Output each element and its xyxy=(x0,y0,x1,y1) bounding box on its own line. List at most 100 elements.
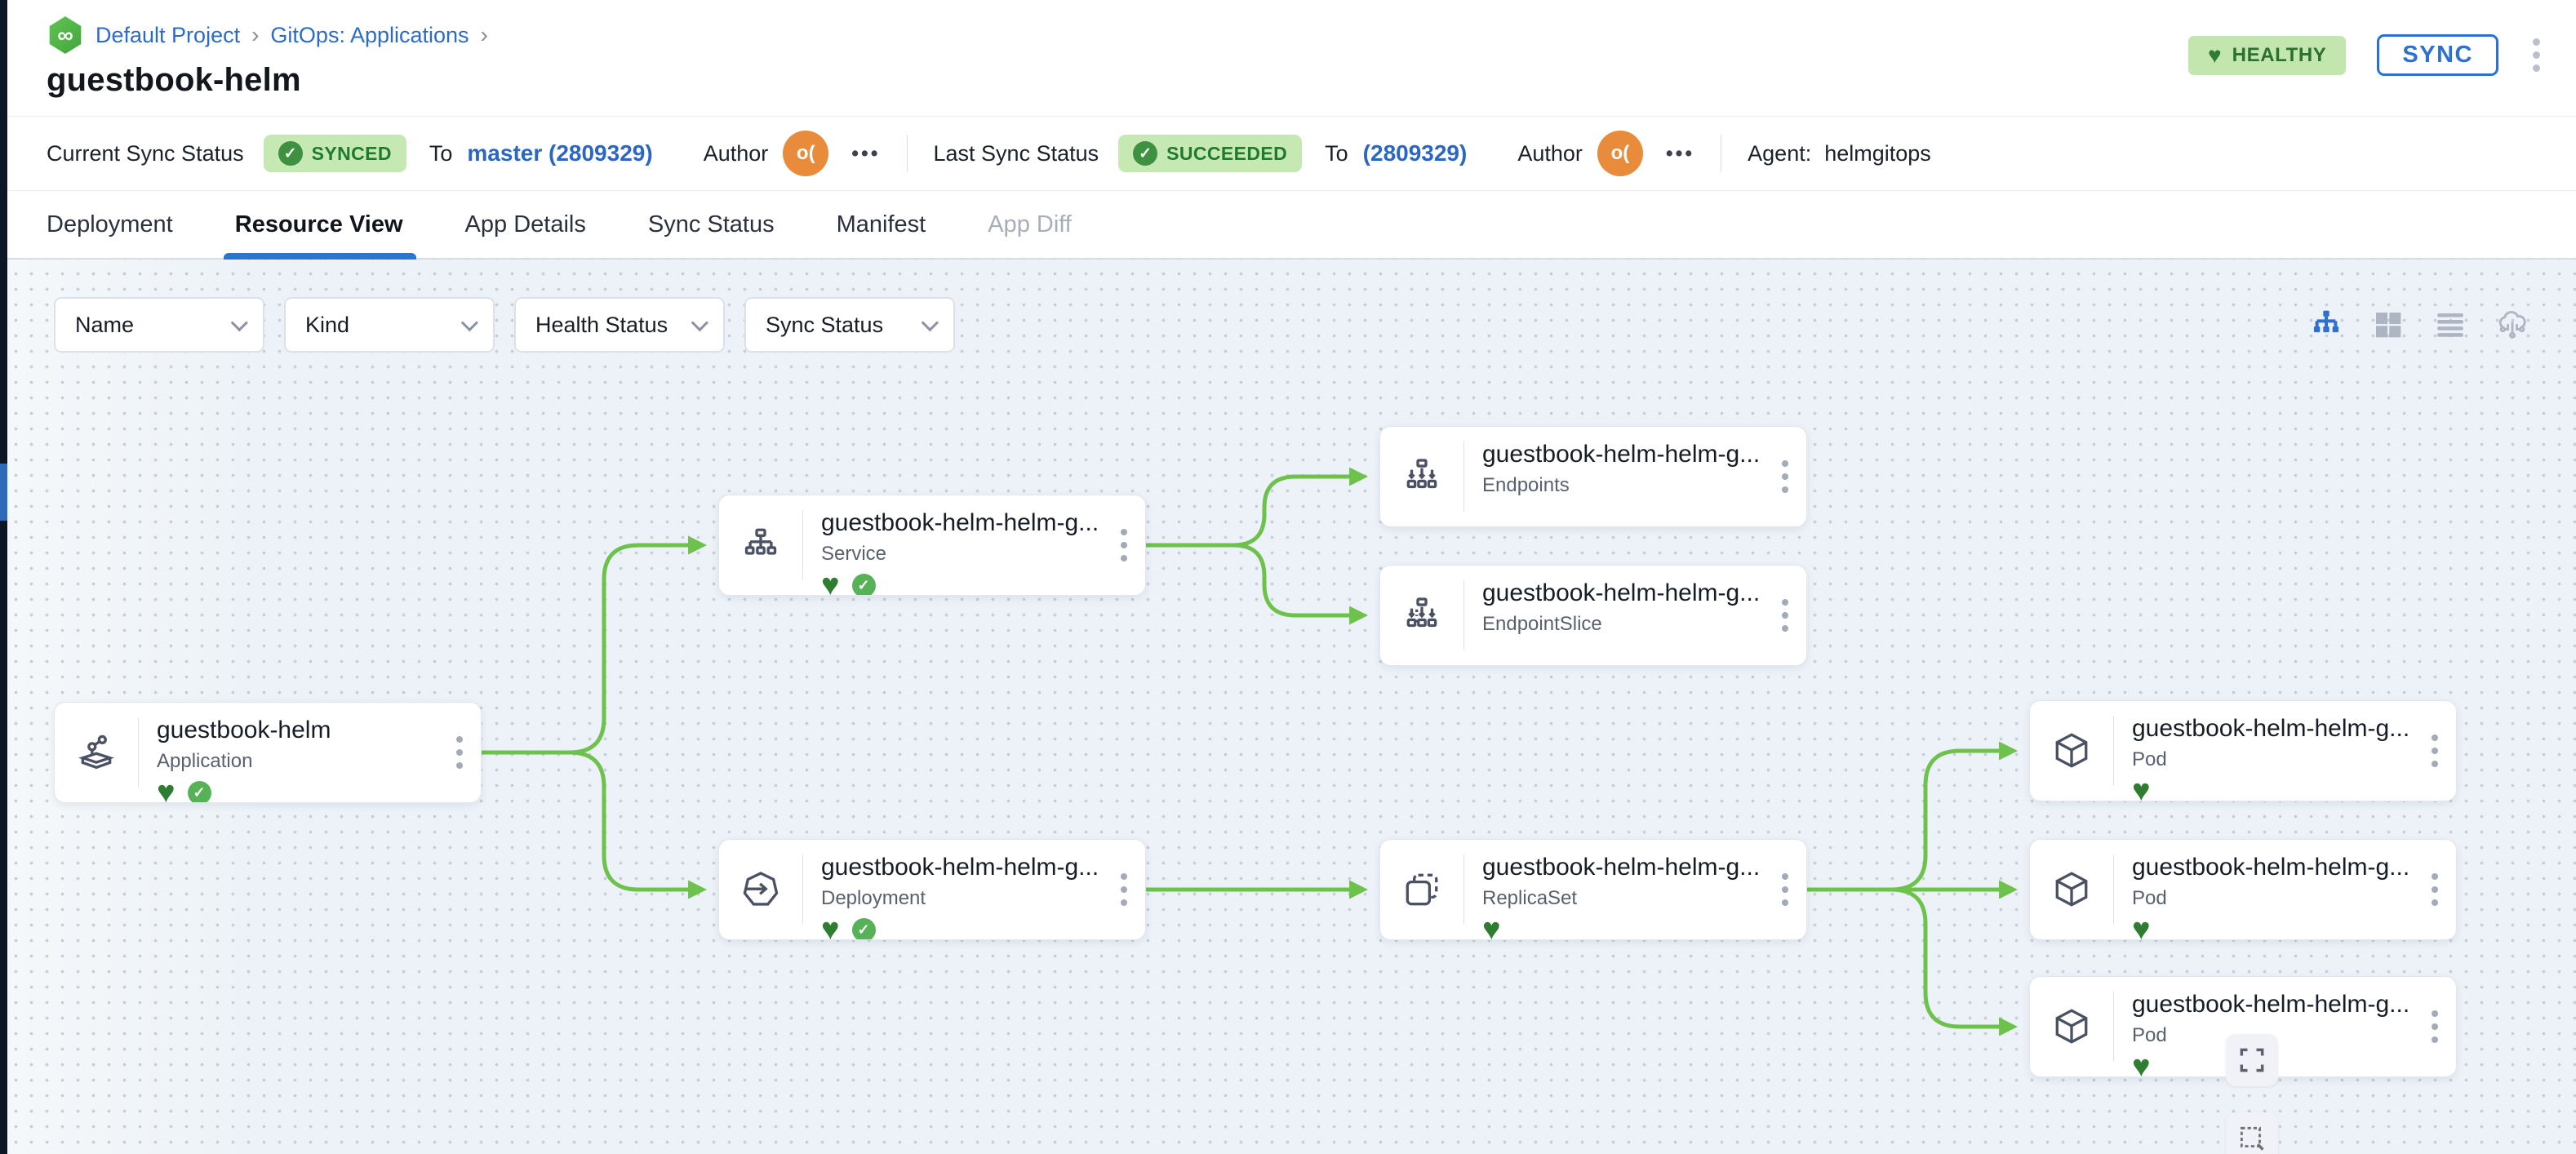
pod-icon xyxy=(2030,701,2113,801)
app-kebab-menu[interactable] xyxy=(2529,35,2543,75)
tree-edges xyxy=(482,467,2019,1036)
synced-check-icon: ✓ xyxy=(851,917,876,939)
sync-status-filter-dropdown[interactable]: Sync Status xyxy=(744,297,955,353)
author-label: Author xyxy=(1517,140,1583,166)
node-kebab-menu[interactable] xyxy=(451,731,468,774)
breadcrumb-gitops-applications[interactable]: GitOps: Applications xyxy=(270,22,469,47)
last-revision-link[interactable]: (2809329) xyxy=(1362,140,1468,166)
chevron-down-icon xyxy=(691,313,708,331)
commit-more-button[interactable]: ••• xyxy=(1665,141,1695,165)
node-title: guestbook-helm xyxy=(157,717,331,743)
synced-badge-label: SYNCED xyxy=(311,142,392,164)
node-title: guestbook-helm-helm-g... xyxy=(2132,854,2410,881)
node-service[interactable]: guestbook-helm-helm-g... Service ♥ ✓ xyxy=(718,495,1146,596)
node-kebab-menu[interactable] xyxy=(2427,868,2443,911)
filter-bar: Name Kind Health Status Sync Status xyxy=(54,297,955,353)
author-label: Author xyxy=(703,140,769,166)
commit-more-button[interactable]: ••• xyxy=(851,141,881,165)
node-title: guestbook-helm-helm-g... xyxy=(1482,441,1761,468)
view-toggles xyxy=(2308,307,2530,343)
node-title: guestbook-helm-helm-g... xyxy=(821,854,1099,881)
succeeded-badge-label: SUCCEEDED xyxy=(1166,142,1288,164)
page-header: ∞ Default Project › GitOps: Applications… xyxy=(0,0,2576,116)
grid-view-toggle[interactable] xyxy=(2370,307,2406,343)
project-logo-icon: ∞ xyxy=(49,16,82,54)
tab-app-diff: App Diff xyxy=(988,211,1072,237)
node-kind: Pod xyxy=(2132,748,2167,770)
node-kebab-menu[interactable] xyxy=(1116,524,1132,566)
node-kebab-menu[interactable] xyxy=(1777,594,1793,637)
to-label: To xyxy=(429,140,453,166)
node-deployment[interactable]: guestbook-helm-helm-g... Deployment ♥ ✓ xyxy=(718,839,1146,940)
breadcrumb-default-project[interactable]: Default Project xyxy=(95,22,241,47)
filter-label: Sync Status xyxy=(766,312,884,337)
name-filter-dropdown[interactable]: Name xyxy=(54,297,264,353)
kind-filter-dropdown[interactable]: Kind xyxy=(284,297,495,353)
node-kebab-menu[interactable] xyxy=(2427,730,2443,772)
node-pod[interactable]: guestbook-helm-helm-g... Pod ♥ xyxy=(2029,839,2457,940)
node-kebab-menu[interactable] xyxy=(2427,1005,2443,1048)
fit-to-screen-button[interactable] xyxy=(2226,1034,2278,1086)
agent-label: Agent: xyxy=(1748,140,1812,166)
node-title: guestbook-helm-helm-g... xyxy=(1482,579,1761,606)
resource-tree-canvas[interactable]: Name Kind Health Status Sync Status xyxy=(0,260,2576,1154)
endpointslice-icon xyxy=(1380,566,1463,665)
synced-check-icon: ✓ xyxy=(851,573,876,595)
node-title: guestbook-helm-helm-g... xyxy=(821,509,1099,536)
node-title: guestbook-helm-helm-g... xyxy=(2132,715,2410,742)
node-kind: Deployment xyxy=(821,887,926,909)
filter-label: Name xyxy=(75,312,135,337)
node-kind: EndpointSlice xyxy=(1482,613,1602,635)
node-kind: Service xyxy=(821,543,887,565)
select-region-button[interactable] xyxy=(2226,1112,2278,1154)
application-icon xyxy=(55,703,138,802)
to-label: To xyxy=(1325,140,1348,166)
filter-label: Kind xyxy=(305,312,350,337)
node-replicaset[interactable]: guestbook-helm-helm-g... ReplicaSet ♥ xyxy=(1379,839,1807,940)
chevron-down-icon xyxy=(460,313,478,331)
node-kebab-menu[interactable] xyxy=(1777,455,1793,498)
endpoints-icon xyxy=(1380,427,1463,526)
breadcrumb-separator: › xyxy=(251,22,260,47)
divider xyxy=(802,854,803,925)
tab-deployment[interactable]: Deployment xyxy=(47,211,173,237)
node-title: guestbook-helm-helm-g... xyxy=(2132,991,2410,1018)
breadcrumb: ∞ Default Project › GitOps: Applications… xyxy=(47,16,2547,54)
health-badge-label: HEALTHY xyxy=(2232,43,2327,66)
tab-resource-view[interactable]: Resource View xyxy=(223,191,416,260)
sync-button[interactable]: SYNC xyxy=(2377,34,2498,76)
node-pod[interactable]: guestbook-helm-helm-g... Pod ♥ xyxy=(2029,700,2457,801)
current-sync-status-label: Current Sync Status xyxy=(47,140,244,166)
healthy-heart-icon: ♥ xyxy=(2132,912,2151,939)
health-status-badge: ♥ HEALTHY xyxy=(2188,35,2347,75)
node-kebab-menu[interactable] xyxy=(1777,868,1793,911)
tree-view-toggle[interactable] xyxy=(2308,307,2344,343)
current-revision-link[interactable]: master (2809329) xyxy=(467,140,653,166)
node-kind: Application xyxy=(157,750,253,772)
list-view-toggle[interactable] xyxy=(2432,307,2468,343)
succeeded-badge: ✓ SUCCEEDED xyxy=(1118,135,1303,172)
author-avatar[interactable]: o( xyxy=(783,131,829,176)
healthy-heart-icon: ♥ xyxy=(2132,1050,2151,1076)
divider xyxy=(2113,716,2114,786)
header-actions: ♥ HEALTHY SYNC xyxy=(2188,34,2543,76)
node-kind: ReplicaSet xyxy=(1482,887,1578,909)
chevron-down-icon xyxy=(230,313,248,331)
node-kebab-menu[interactable] xyxy=(1116,868,1132,911)
check-circle-icon: ✓ xyxy=(1133,141,1158,166)
tab-app-details[interactable]: App Details xyxy=(464,211,586,237)
collapsed-sidebar-rail[interactable] xyxy=(0,0,7,1154)
tab-manifest[interactable]: Manifest xyxy=(836,211,926,237)
author-avatar[interactable]: o( xyxy=(1597,131,1643,176)
node-application[interactable]: guestbook-helm Application ♥ ✓ xyxy=(54,702,482,803)
cloud-view-toggle[interactable] xyxy=(2494,307,2530,343)
tab-sync-status[interactable]: Sync Status xyxy=(647,211,775,237)
node-pod[interactable]: guestbook-helm-helm-g... Pod ♥ xyxy=(2029,976,2457,1077)
health-status-filter-dropdown[interactable]: Health Status xyxy=(514,297,725,353)
healthy-heart-icon: ♥ xyxy=(2132,774,2151,801)
node-kind: Endpoints xyxy=(1482,474,1570,496)
pod-icon xyxy=(2030,977,2113,1076)
node-endpoints[interactable]: guestbook-helm-helm-g... Endpoints xyxy=(1379,426,1807,527)
node-endpointslice[interactable]: guestbook-helm-helm-g... EndpointSlice xyxy=(1379,565,1807,666)
heart-icon: ♥ xyxy=(2208,42,2222,68)
